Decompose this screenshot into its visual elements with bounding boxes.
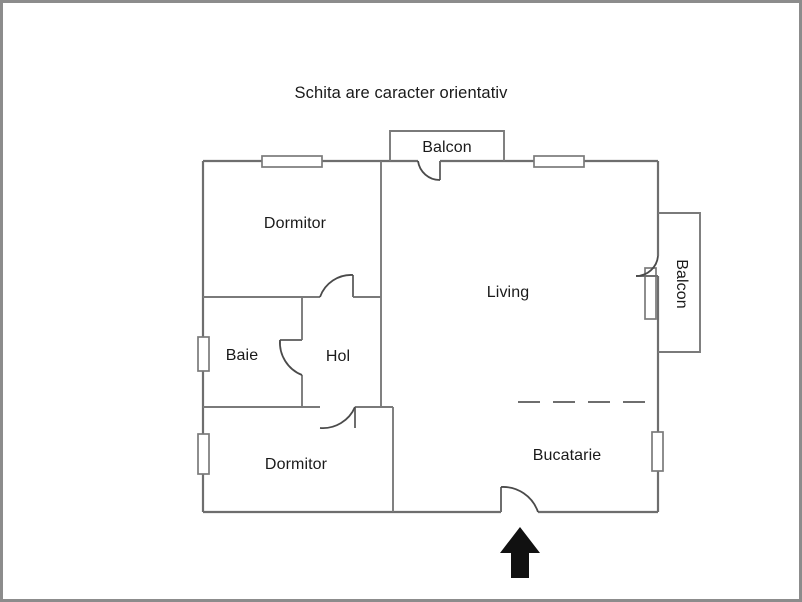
room-label-dormitor-bottom: Dormitor [264, 456, 328, 473]
room-label-living: Living [486, 284, 530, 301]
window-baie-left [197, 336, 210, 372]
balcony-right-outline [658, 212, 701, 353]
page-title: Schita are caracter orientativ [294, 84, 508, 102]
door-arc-balcon-top [417, 160, 441, 181]
door-arc-baie [279, 339, 303, 376]
balcony-structures [389, 130, 701, 353]
windows [197, 155, 664, 475]
door-arc-dormitor-top [319, 274, 354, 298]
door-arc-entrance [500, 486, 539, 513]
window-dormitor-top [261, 155, 323, 168]
door-arc-balcon-right [635, 255, 659, 277]
room-label-hol: Hol [325, 348, 351, 365]
window-balcon-right [644, 267, 657, 320]
room-label-balcon-right: Balcon [673, 259, 690, 309]
door-arc-dormitor-bottom [319, 406, 356, 429]
window-bucatarie-right [651, 431, 664, 472]
balcony-top-outline [389, 130, 505, 161]
interior-walls [203, 161, 394, 512]
window-dormitor-left [197, 433, 210, 475]
entrance-arrow [500, 527, 540, 578]
room-label-bucatarie: Bucatarie [532, 447, 602, 464]
room-label-dormitor-top: Dormitor [263, 215, 327, 232]
room-label-balcon-top: Balcon [422, 139, 472, 156]
doors [279, 160, 659, 513]
room-label-baie: Baie [225, 347, 259, 364]
window-living-top [533, 155, 585, 168]
